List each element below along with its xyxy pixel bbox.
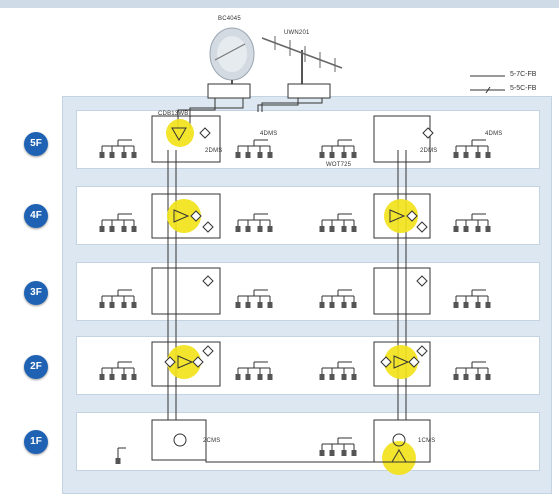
floor-2f-panel: [76, 336, 540, 395]
div-5f-right-out-label: 4DMS: [485, 131, 503, 137]
floor-5f-panel: [76, 110, 540, 169]
floor-4f-panel: [76, 186, 540, 245]
amp-5f-right-label: WOT725: [326, 162, 352, 168]
legend: [470, 75, 505, 94]
bs-antenna-label: BC4045: [218, 16, 241, 22]
floor-badge-3f[interactable]: 3F: [24, 281, 48, 305]
floor-badge-2f[interactable]: 2F: [24, 355, 48, 379]
header-strip: [0, 0, 559, 8]
floor-4f-content: [99, 193, 491, 239]
div-5f-right-label: 2DMS: [420, 148, 438, 154]
uhf-antenna-icon: [261, 36, 343, 88]
amp-5f-label: CDB13WB: [158, 111, 189, 117]
uhf-antenna-label: UWN201: [284, 30, 310, 36]
floor-5f-content: [99, 115, 491, 163]
amplifier-highlights: [166, 119, 418, 475]
floor-3f-content: [99, 267, 491, 315]
legend-solid-label: 5-7C-FB: [510, 71, 537, 78]
floor-badge-1f[interactable]: 1F: [24, 430, 48, 454]
floor-1f-content: [115, 419, 431, 464]
floor-1f-panel: [76, 412, 540, 471]
floor-2f-content: [99, 341, 491, 387]
div-5f-left-label: 2DMS: [205, 148, 223, 154]
floor-3f-panel: [76, 262, 540, 321]
legend-slash-label: 5-5C-FB: [510, 85, 537, 92]
satellite-dish-icon: [209, 27, 255, 88]
floor-badge-4f[interactable]: 4F: [24, 204, 48, 228]
div-1f-right-label: 1CMS: [418, 438, 436, 444]
div-1f-left-label: 2CMS: [203, 438, 221, 444]
floor-badge-5f[interactable]: 5F: [24, 132, 48, 156]
div-5f-out-label: 4DMS: [260, 131, 278, 137]
